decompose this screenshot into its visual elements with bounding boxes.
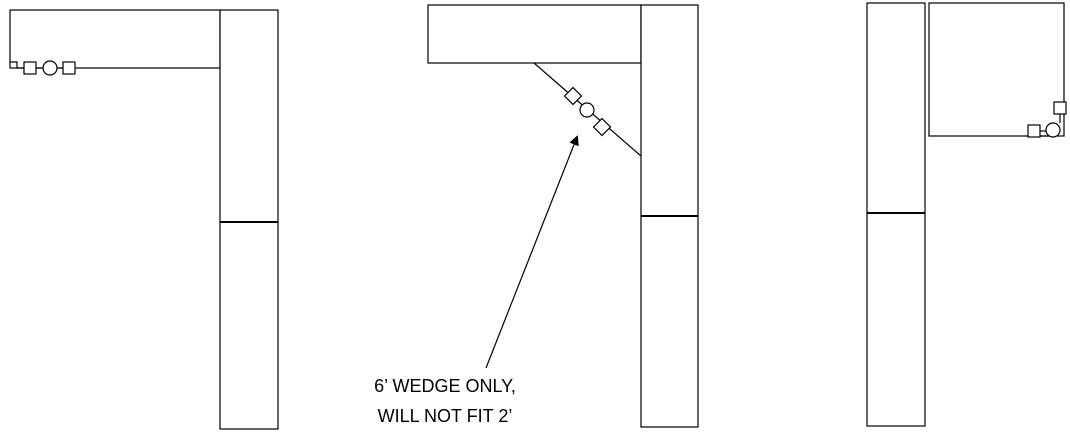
layout-2: 6’ WEDGE ONLY, WILL NOT FIT 2’ bbox=[374, 4, 699, 428]
annotation-line-2: WILL NOT FIT 2’ bbox=[378, 406, 513, 426]
vertical-table-1-upper bbox=[219, 9, 279, 223]
connector-bracket-1 bbox=[10, 61, 24, 69]
vertical-table-1-lower bbox=[219, 221, 279, 430]
connector-circle-icon bbox=[42, 60, 58, 76]
connector-circle-icon bbox=[579, 102, 595, 118]
connector-square-icon bbox=[1027, 124, 1041, 138]
vertical-table-2-lower bbox=[640, 215, 699, 428]
layout-3 bbox=[866, 2, 1067, 427]
horizontal-table-1 bbox=[9, 9, 221, 69]
vertical-table-3-lower bbox=[866, 212, 926, 427]
horizontal-table-3 bbox=[928, 2, 1065, 137]
annotation-arrow bbox=[485, 135, 579, 369]
connector-diamond-icon bbox=[592, 117, 612, 137]
layout-1 bbox=[9, 9, 279, 430]
connector-square-icon bbox=[1053, 101, 1067, 115]
connector-circle-icon bbox=[1045, 122, 1061, 138]
annotation-line-1: 6’ WEDGE ONLY, bbox=[374, 376, 516, 396]
vertical-table-2-upper bbox=[640, 4, 699, 217]
connector-square-icon bbox=[62, 61, 76, 75]
connector-diamond-icon bbox=[563, 86, 583, 106]
vertical-table-3-upper bbox=[866, 2, 926, 214]
horizontal-table-2 bbox=[427, 4, 642, 64]
connector-square-icon bbox=[23, 61, 37, 75]
